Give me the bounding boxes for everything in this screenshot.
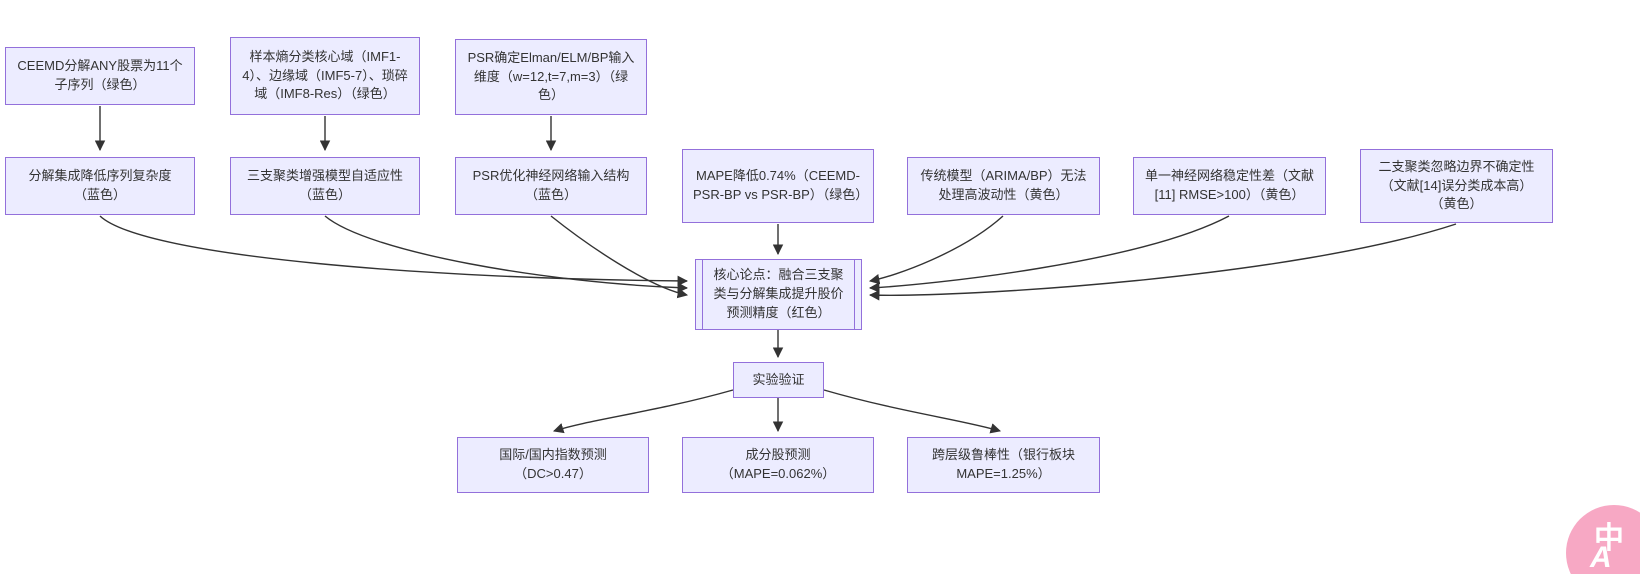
node-core-thesis: 核心论点：融合三支聚类与分解集成提升股价预测精度（红色） [695,259,862,330]
node-two-way-clustering-limits: 二支聚类忽略边界不确定性（文献[14]误分类成本高）（黄色） [1360,149,1553,223]
node-cross-level-robustness: 跨层级鲁棒性（银行板块 MAPE=1.25%） [907,437,1100,493]
node-ceemd-decompose: CEEMD分解ANY股票为11个子序列（绿色） [5,47,195,105]
translate-watermark-icon[interactable]: 中 A [1566,505,1640,574]
node-constituent-prediction: 成分股预测（MAPE=0.062%） [682,437,874,493]
node-traditional-models: 传统模型（ARIMA/BP）无法处理高波动性（黄色） [907,157,1100,215]
node-three-way-clustering: 三支聚类增强模型自适应性（蓝色） [230,157,420,215]
node-experiment-validation: 实验验证 [733,362,824,398]
watermark-zh-glyph: 中 [1594,522,1624,555]
node-single-network-instability: 单一神经网络稳定性差（文献[11] RMSE>100）（黄色） [1133,157,1326,215]
watermark-en-glyph: A [1590,541,1612,574]
node-sample-entropy: 样本熵分类核心域（IMF1-4）、边缘域（IMF5-7）、琐碎域（IMF8-Re… [230,37,420,115]
edge-h-k [868,215,1004,285]
edge-l-m [552,389,734,434]
edge-e-k [324,215,689,293]
edge-l-o [823,389,1002,434]
node-psr-dimensions: PSR确定Elman/ELM/BP输入维度（w=12,t=7,m=3）（绿色） [455,39,647,115]
edge-f-k [550,215,689,299]
edge-d-k [99,215,689,287]
edge-i-k [868,215,1230,293]
edge-j-k [868,223,1457,301]
node-mape-reduction: MAPE降低0.74%（CEEMD-PSR-BP vs PSR-BP）（绿色） [682,149,874,223]
node-psr-input-structure: PSR优化神经网络输入结构（蓝色） [455,157,647,215]
node-index-prediction: 国际/国内指数预测（DC>0.47） [457,437,649,493]
node-decompose-complexity: 分解集成降低序列复杂度（蓝色） [5,157,195,215]
